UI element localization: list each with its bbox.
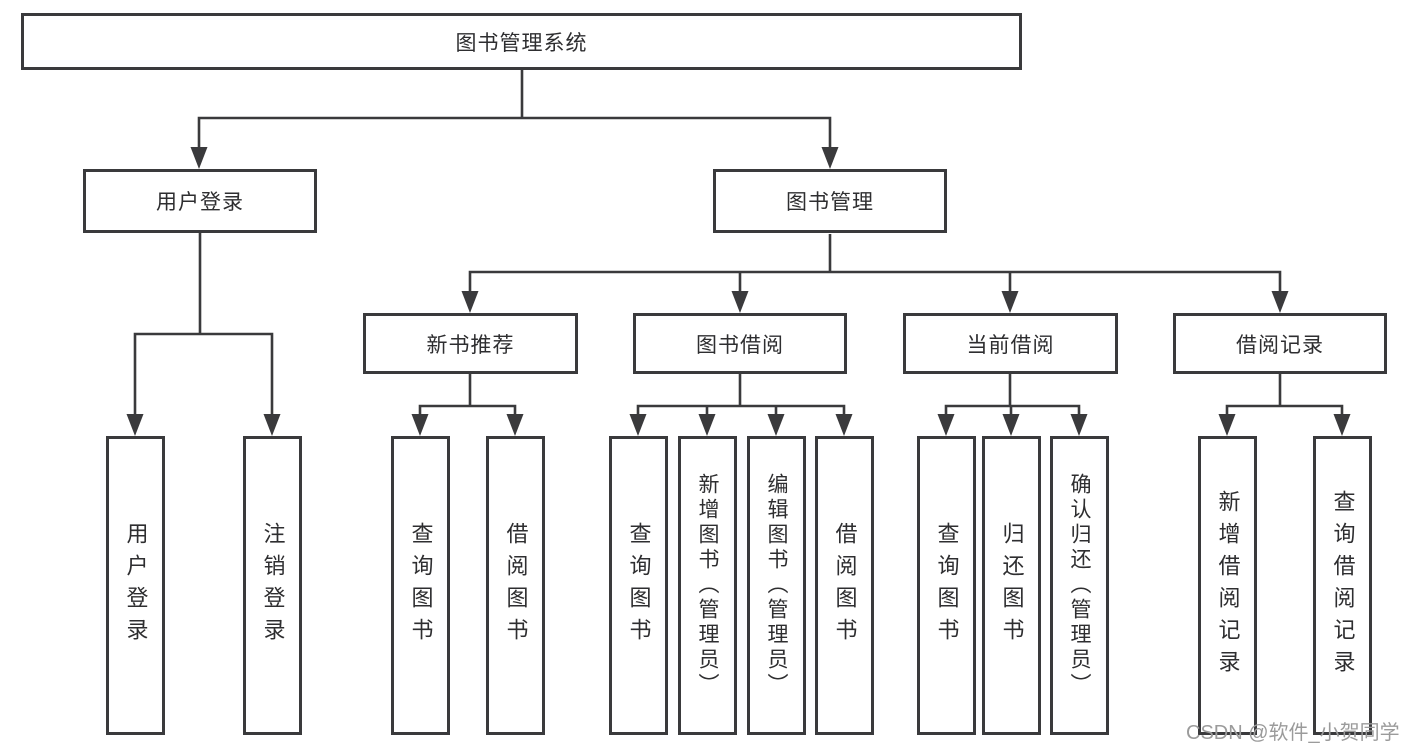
leaf-logout: 注销登录 [243,436,302,735]
leaf-add-book-admin: 新增图书（管理员） [678,436,737,735]
leaf-label: 注销登录 [260,521,286,650]
node-label: 用户登录 [156,191,244,214]
leaf-borrow-books: 借阅图书 [815,436,874,735]
leaf-add-borrow-record: 新增借阅记录 [1198,436,1257,735]
leaf-label: 查询图书 [408,521,434,650]
leaf-borrow-books-recommend: 借阅图书 [486,436,545,735]
connector-new-book-recommend-to-leaves [411,374,524,436]
leaf-label: 归还图书 [999,521,1025,650]
leaf-user-login: 用户登录 [106,436,165,735]
connector-root-to-level1 [190,70,839,169]
connector-book-management-to-level2 [461,234,1289,313]
connector-book-borrow-to-leaves [629,374,853,436]
leaf-query-books-recommend: 查询图书 [391,436,450,735]
node-label: 图书管理 [786,191,874,214]
leaf-query-books-current: 查询图书 [917,436,976,735]
connector-current-borrow-to-leaves [937,374,1088,436]
node-label: 图书借阅 [696,333,784,357]
node-new-book-recommend: 新书推荐 [363,313,578,374]
node-book-management: 图书管理 [713,169,947,233]
leaf-edit-book-admin: 编辑图书（管理员） [747,436,806,735]
node-user-login: 用户登录 [83,169,317,233]
node-label: 当前借阅 [966,333,1055,357]
connector-user-login-to-leaves [126,233,281,436]
leaf-label: 新增借阅记录 [1215,489,1241,682]
leaf-confirm-return-admin: 确认归还（管理员） [1050,436,1109,735]
leaf-label: 查询图书 [934,521,960,650]
node-current-borrow: 当前借阅 [903,313,1118,374]
leaf-query-books-borrow: 查询图书 [609,436,668,735]
node-label: 借阅记录 [1236,333,1324,357]
leaf-label: 借阅图书 [503,521,529,650]
connector-borrow-records-to-leaves [1218,374,1351,436]
node-borrow-records: 借阅记录 [1173,313,1387,374]
csdn-watermark: CSDN @软件_小贺同学 [1186,722,1400,744]
leaf-label: 用户登录 [123,521,149,650]
leaf-label: 编辑图书（管理员） [765,473,788,698]
leaf-label: 查询图书 [626,521,652,650]
node-label: 新书推荐 [426,333,515,357]
node-library-management-system: 图书管理系统 [21,13,1022,70]
node-label: 图书管理系统 [455,31,588,55]
leaf-query-borrow-record: 查询借阅记录 [1313,436,1372,735]
leaf-return-book: 归还图书 [982,436,1041,735]
leaf-label: 确认归还（管理员） [1068,473,1091,698]
leaf-label: 新增图书（管理员） [696,473,719,698]
node-book-borrow: 图书借阅 [633,313,847,374]
leaf-label: 借阅图书 [832,521,858,650]
leaf-label: 查询借阅记录 [1330,489,1356,682]
